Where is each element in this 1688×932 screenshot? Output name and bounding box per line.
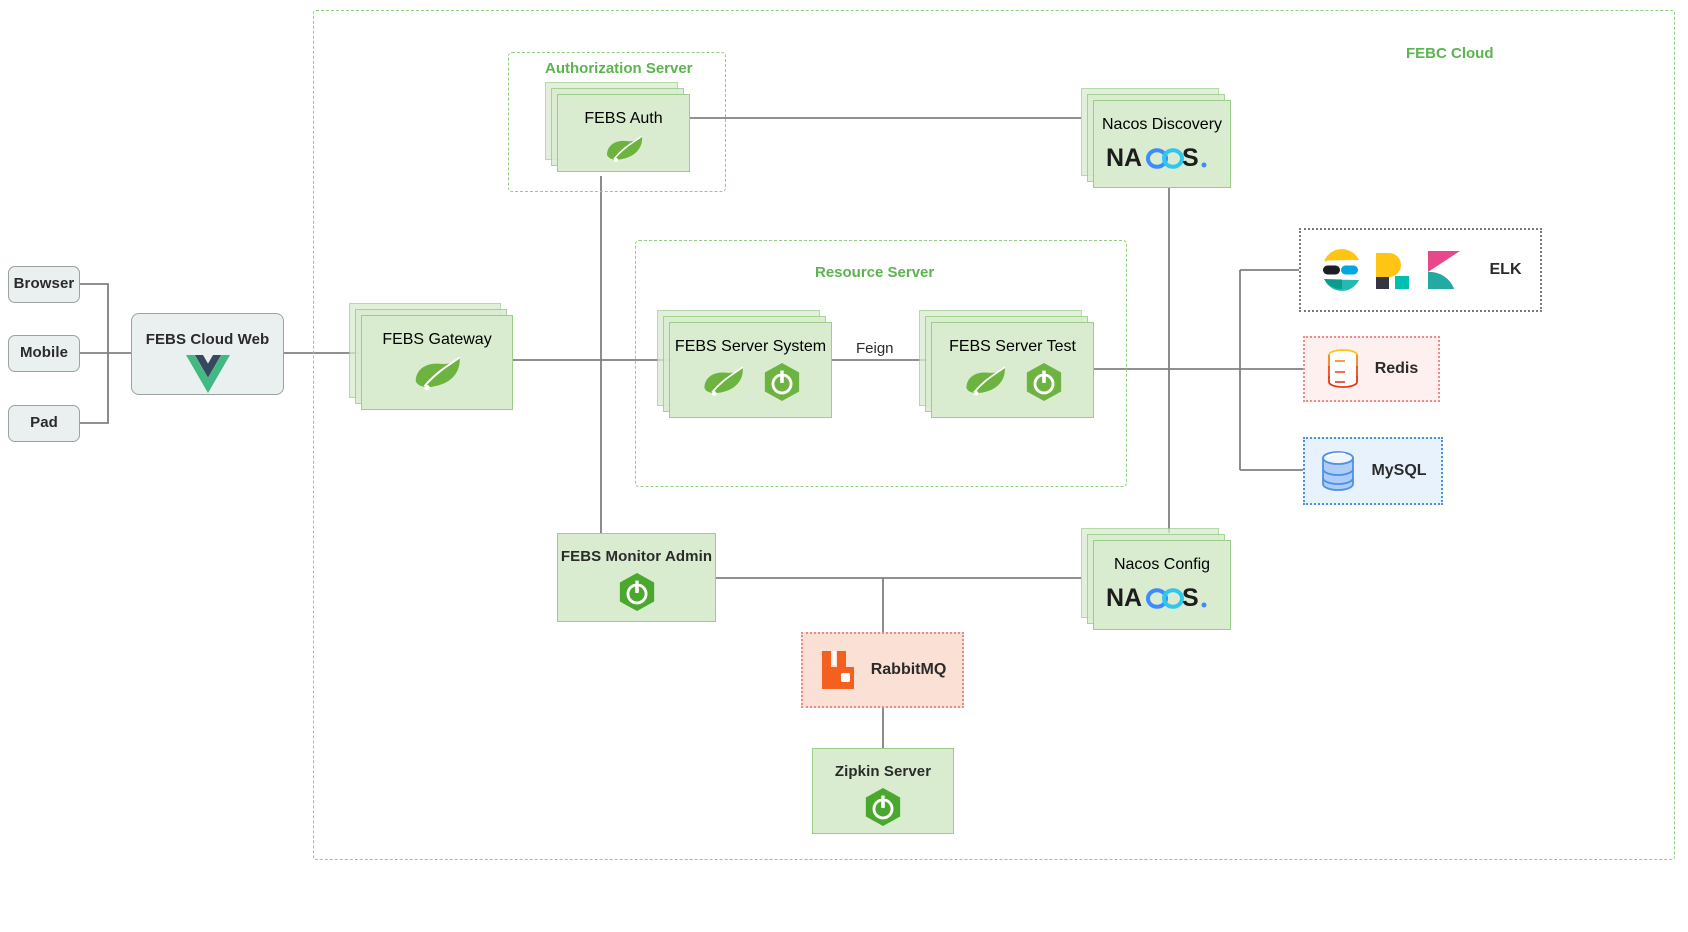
nacos-logo: NA S (1106, 143, 1218, 173)
node-nacos-discovery[interactable]: Nacos Discovery NA S (1081, 88, 1231, 188)
elk-logos (1320, 248, 1466, 292)
client-browser[interactable]: Browser (8, 266, 80, 303)
febs-gateway-label: FEBS Gateway (382, 331, 492, 348)
febs-auth-icons (604, 134, 644, 166)
elk-label: ELK (1489, 261, 1522, 278)
node-redis[interactable]: Redis (1303, 336, 1440, 402)
zipkin-server-label: Zipkin Server (834, 763, 932, 780)
febs-server-system-card[interactable]: FEBS Server System (669, 322, 832, 418)
group-resource-server (635, 240, 1127, 487)
febs-monitor-admin-label: FEBS Monitor Admin (560, 548, 713, 565)
client-mobile-label: Mobile (19, 344, 69, 362)
group-resource-server-label: Resource Server (815, 264, 935, 281)
spring-boot-icon (864, 787, 902, 827)
rabbitmq-label: RabbitMQ (870, 661, 947, 678)
redis-icon (1325, 348, 1361, 390)
spring-leaf-icon (604, 134, 644, 166)
febs-gateway-card[interactable]: FEBS Gateway (361, 315, 513, 410)
nacos-config-label: Nacos Config (1113, 556, 1211, 573)
client-pad-label: Pad (30, 414, 58, 432)
logstash-icon (1373, 248, 1415, 292)
febc-cloud-boundary (313, 10, 1675, 860)
nacos-logo: NA S (1106, 583, 1218, 613)
febs-gateway-icons (412, 355, 462, 395)
node-rabbitmq[interactable]: RabbitMQ (801, 632, 964, 708)
svg-text:S: S (1182, 144, 1199, 172)
node-elk[interactable]: ELK (1299, 228, 1542, 312)
spring-boot-icon (1025, 362, 1063, 402)
febc-cloud-label: FEBC Cloud (1406, 45, 1494, 62)
spring-leaf-icon (963, 365, 1007, 400)
client-pad[interactable]: Pad (8, 405, 80, 442)
node-zipkin-server[interactable]: Zipkin Server (812, 748, 954, 834)
node-nacos-config[interactable]: Nacos Config NA S (1081, 528, 1231, 630)
edge-label-feign: Feign (852, 340, 898, 357)
febs-server-system-label: FEBS Server System (674, 338, 827, 355)
group-authorization-server-label: Authorization Server (545, 60, 693, 77)
node-febs-cloud-web[interactable]: FEBS Cloud Web (131, 313, 284, 395)
node-febs-auth[interactable]: FEBS Auth (545, 82, 690, 172)
spring-boot-icon (763, 362, 801, 402)
vue-icon (185, 354, 230, 393)
spring-leaf-icon (412, 355, 462, 395)
node-febs-server-test[interactable]: FEBS Server Test (919, 310, 1094, 418)
rabbitmq-icon (819, 649, 857, 691)
node-febs-server-system[interactable]: FEBS Server System (657, 310, 832, 418)
node-febs-gateway[interactable]: FEBS Gateway (349, 303, 515, 413)
elasticsearch-icon (1320, 248, 1364, 292)
febs-server-test-card[interactable]: FEBS Server Test (931, 322, 1094, 418)
febs-auth-card[interactable]: FEBS Auth (557, 94, 690, 172)
kibana-icon (1424, 248, 1466, 292)
nacos-discovery-label: Nacos Discovery (1101, 116, 1223, 133)
mysql-icon (1319, 449, 1357, 493)
svg-text:NA: NA (1106, 584, 1142, 612)
client-browser-label: Browser (13, 275, 75, 293)
febs-server-test-label: FEBS Server Test (949, 338, 1076, 355)
node-mysql[interactable]: MySQL (1303, 437, 1443, 505)
febs-auth-label: FEBS Auth (584, 110, 663, 127)
febs-server-system-icons (701, 362, 801, 402)
redis-label: Redis (1374, 360, 1419, 377)
spring-boot-icon (618, 572, 656, 612)
svg-text:S: S (1182, 584, 1199, 612)
node-febs-monitor-admin[interactable]: FEBS Monitor Admin (557, 533, 716, 622)
nacos-discovery-card[interactable]: Nacos Discovery NA S (1093, 100, 1231, 188)
spring-leaf-icon (701, 365, 745, 400)
mysql-label: MySQL (1371, 462, 1427, 479)
group-authorization-server (508, 52, 726, 192)
client-mobile[interactable]: Mobile (8, 335, 80, 372)
svg-text:NA: NA (1106, 144, 1142, 172)
nacos-config-card[interactable]: Nacos Config NA S (1093, 540, 1231, 630)
febs-cloud-web-label: FEBS Cloud Web (145, 331, 270, 348)
febs-server-test-icons (963, 362, 1063, 402)
